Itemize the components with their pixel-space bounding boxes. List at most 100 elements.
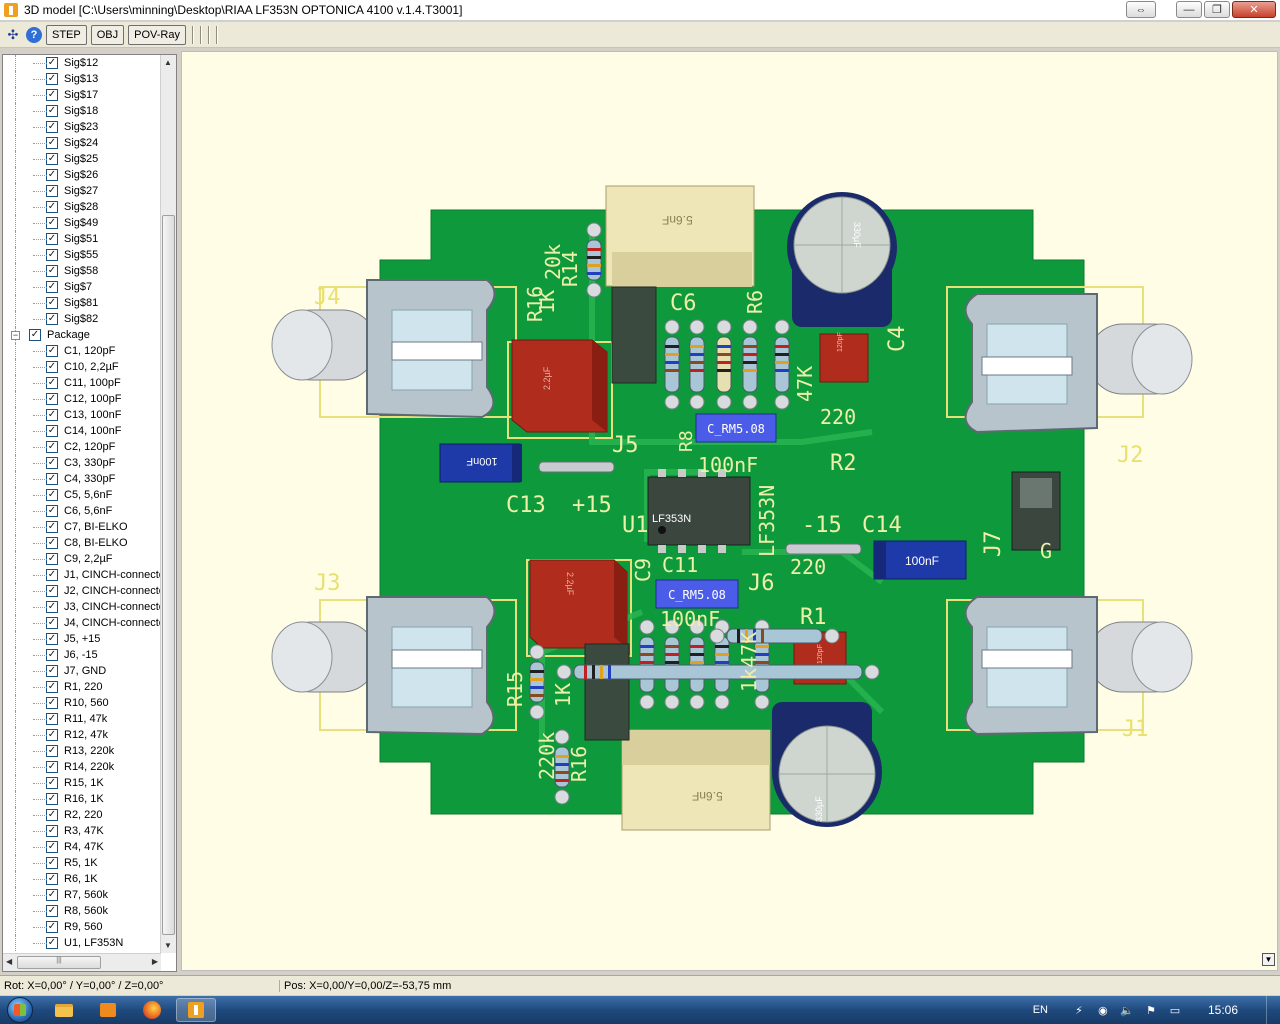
- taskbar-explorer[interactable]: [44, 998, 84, 1022]
- tree-item[interactable]: ✓Sig$26: [3, 167, 161, 183]
- tree-item[interactable]: ✓J3, CINCH-connector: [3, 599, 161, 615]
- tree-item[interactable]: ✓C10, 2,2µF: [3, 359, 161, 375]
- close-button[interactable]: ✕: [1232, 1, 1276, 18]
- visibility-checkbox[interactable]: ✓: [46, 809, 58, 821]
- tree-item[interactable]: ✓C5, 5,6nF: [3, 487, 161, 503]
- visibility-checkbox[interactable]: ✓: [46, 137, 58, 149]
- tree-item[interactable]: ✓Sig$58: [3, 263, 161, 279]
- tree-item[interactable]: ✓R8, 560k: [3, 903, 161, 919]
- visibility-checkbox[interactable]: ✓: [46, 201, 58, 213]
- tree-item[interactable]: ✓Sig$51: [3, 231, 161, 247]
- update-icon[interactable]: ◉: [1098, 1004, 1108, 1017]
- axis-icon[interactable]: ✣: [7, 26, 19, 42]
- tree-item[interactable]: ✓U1, LF353N: [3, 935, 161, 951]
- start-button[interactable]: [0, 996, 40, 1024]
- tree-horizontal-scrollbar[interactable]: ◀ ||| ▶: [3, 953, 161, 971]
- tree-item[interactable]: ✓R6, 1K: [3, 871, 161, 887]
- visibility-checkbox[interactable]: ✓: [46, 825, 58, 837]
- visibility-checkbox[interactable]: ✓: [46, 409, 58, 421]
- network-icon[interactable]: ▭: [1169, 1004, 1181, 1017]
- tree-item[interactable]: ✓C3, 330pF: [3, 455, 161, 471]
- action-center-flag-icon[interactable]: ⚑: [1146, 1004, 1156, 1017]
- tree-item[interactable]: ✓C11, 100pF: [3, 375, 161, 391]
- visibility-checkbox[interactable]: ✓: [46, 233, 58, 245]
- visibility-checkbox[interactable]: ✓: [46, 729, 58, 741]
- minimize-button[interactable]: —: [1176, 1, 1202, 18]
- tree-item[interactable]: ✓R9, 560: [3, 919, 161, 935]
- tree-item[interactable]: ✓Sig$24: [3, 135, 161, 151]
- visibility-checkbox[interactable]: ✓: [46, 713, 58, 725]
- 3d-viewport[interactable]: 5.6nF 5.6nF 330µF 330µF 2.: [181, 51, 1278, 971]
- tree-item[interactable]: ✓R1, 220: [3, 679, 161, 695]
- visibility-checkbox[interactable]: ✓: [46, 905, 58, 917]
- visibility-checkbox[interactable]: ✓: [46, 921, 58, 933]
- visibility-checkbox[interactable]: ✓: [46, 553, 58, 565]
- tree-item[interactable]: ✓R15, 1K: [3, 775, 161, 791]
- visibility-checkbox[interactable]: ✓: [46, 89, 58, 101]
- tree-item[interactable]: ✓R16, 1K: [3, 791, 161, 807]
- tree-item[interactable]: ✓J1, CINCH-connector: [3, 567, 161, 583]
- visibility-checkbox[interactable]: ✓: [46, 249, 58, 261]
- visibility-checkbox[interactable]: ✓: [46, 585, 58, 597]
- tree-item[interactable]: ✓J4, CINCH-connector: [3, 615, 161, 631]
- tree-item[interactable]: ✓C7, BI-ELKO: [3, 519, 161, 535]
- tree-item[interactable]: ✓C6, 5,6nF: [3, 503, 161, 519]
- tree-item[interactable]: ✓Sig$28: [3, 199, 161, 215]
- tree-item[interactable]: ✓C4, 330pF: [3, 471, 161, 487]
- visibility-checkbox[interactable]: ✓: [46, 185, 58, 197]
- tree-vertical-scrollbar[interactable]: ▲ ▼: [160, 55, 176, 953]
- tree-item[interactable]: ✓R2, 220: [3, 807, 161, 823]
- tree-item[interactable]: ✓R4, 47K: [3, 839, 161, 855]
- visibility-checkbox[interactable]: ✓: [46, 105, 58, 117]
- tree-item[interactable]: ✓R14, 220k: [3, 759, 161, 775]
- tree-item[interactable]: ✓Sig$12: [3, 55, 161, 71]
- visibility-checkbox[interactable]: ✓: [46, 873, 58, 885]
- visibility-checkbox[interactable]: ✓: [46, 681, 58, 693]
- scroll-thumb[interactable]: [162, 215, 175, 935]
- tree-item[interactable]: ✓Sig$27: [3, 183, 161, 199]
- tree-item[interactable]: ✓Sig$49: [3, 215, 161, 231]
- hscroll-thumb[interactable]: |||: [17, 956, 101, 969]
- tree-item[interactable]: ✓Sig$18: [3, 103, 161, 119]
- scroll-down-icon[interactable]: ▼: [164, 941, 172, 950]
- collapse-icon[interactable]: −: [11, 330, 20, 340]
- visibility-checkbox[interactable]: ✓: [46, 857, 58, 869]
- visibility-checkbox[interactable]: ✓: [46, 601, 58, 613]
- language-indicator[interactable]: EN: [1032, 1004, 1048, 1016]
- tree-item[interactable]: ✓C2, 120pF: [3, 439, 161, 455]
- visibility-checkbox[interactable]: ✓: [46, 537, 58, 549]
- obj-export-button[interactable]: OBJ: [90, 24, 125, 45]
- tree-item[interactable]: ✓J7, GND: [3, 663, 161, 679]
- scroll-up-icon[interactable]: ▲: [164, 58, 172, 67]
- visibility-checkbox[interactable]: ✓: [46, 473, 58, 485]
- visibility-checkbox[interactable]: ✓: [29, 329, 41, 341]
- visibility-checkbox[interactable]: ✓: [46, 665, 58, 677]
- tree-item[interactable]: ✓R10, 560: [3, 695, 161, 711]
- volume-icon[interactable]: 🔈: [1120, 1004, 1134, 1017]
- taskbar-media-player[interactable]: [88, 998, 128, 1022]
- visibility-checkbox[interactable]: ✓: [46, 297, 58, 309]
- visibility-checkbox[interactable]: ✓: [46, 217, 58, 229]
- visibility-checkbox[interactable]: ✓: [46, 569, 58, 581]
- tree-item[interactable]: ✓R7, 560k: [3, 887, 161, 903]
- visibility-checkbox[interactable]: ✓: [46, 633, 58, 645]
- tree-item[interactable]: ✓Sig$7: [3, 279, 161, 295]
- visibility-checkbox[interactable]: ✓: [46, 57, 58, 69]
- step-export-button[interactable]: STEP: [46, 24, 87, 45]
- visibility-checkbox[interactable]: ✓: [46, 169, 58, 181]
- tree-item[interactable]: ✓C1, 120pF: [3, 343, 161, 359]
- tree-item[interactable]: ✓Sig$17: [3, 87, 161, 103]
- tree-item[interactable]: ✓R5, 1K: [3, 855, 161, 871]
- visibility-checkbox[interactable]: ✓: [46, 73, 58, 85]
- maximize-button[interactable]: ❐: [1204, 1, 1230, 18]
- visibility-checkbox[interactable]: ✓: [46, 313, 58, 325]
- visibility-checkbox[interactable]: ✓: [46, 793, 58, 805]
- show-desktop-button[interactable]: [1266, 996, 1280, 1024]
- visibility-checkbox[interactable]: ✓: [46, 153, 58, 165]
- tree-item[interactable]: ✓Sig$23: [3, 119, 161, 135]
- tree-item[interactable]: ✓R12, 47k: [3, 727, 161, 743]
- tree-item[interactable]: ✓Sig$82: [3, 311, 161, 327]
- tree-item[interactable]: ✓Sig$55: [3, 247, 161, 263]
- visibility-checkbox[interactable]: ✓: [46, 265, 58, 277]
- visibility-checkbox[interactable]: ✓: [46, 937, 58, 949]
